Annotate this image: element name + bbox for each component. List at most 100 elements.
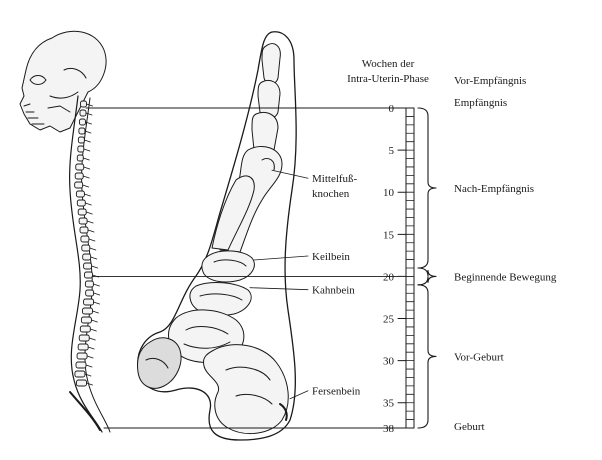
foot-label-line2: knochen — [312, 188, 350, 200]
spinous-process — [83, 193, 91, 197]
spinous-process — [85, 364, 93, 368]
toe-phalanges — [251, 43, 281, 158]
phase-label: Geburt — [454, 421, 485, 433]
vertebra — [75, 361, 87, 369]
sacrum-coccyx — [69, 391, 101, 431]
vertebra — [85, 289, 95, 297]
vertebra — [77, 145, 85, 153]
navicular-bone — [189, 282, 252, 317]
ankle-bones — [137, 337, 182, 389]
tick-label: 10 — [383, 187, 395, 199]
spinous-process — [88, 337, 96, 341]
spinous-process — [91, 265, 99, 269]
tick-label: 30 — [383, 356, 395, 368]
vertebra — [84, 280, 94, 288]
scale-heading-line1: Wochen der — [362, 58, 415, 70]
vertebra — [74, 181, 84, 189]
vertebra — [80, 316, 92, 324]
spinous-process — [84, 373, 92, 377]
tick-label: 38 — [383, 423, 395, 435]
phase-brace — [417, 284, 437, 429]
spinous-process — [82, 184, 90, 188]
tick-label: 35 — [383, 398, 395, 410]
scale-heading-line2: Intra-Uterin-Phase — [347, 73, 429, 85]
phase-label: Empfängnis — [454, 97, 507, 109]
tick-label: 25 — [383, 314, 395, 326]
phase-label: Beginnende Bewegung — [454, 271, 557, 283]
foot-label: Fersenbein — [312, 386, 361, 398]
spinous-process — [84, 202, 92, 206]
metatarsal-bones — [211, 146, 283, 253]
spine-illustration — [19, 30, 111, 433]
tick-label: 5 — [389, 145, 395, 157]
weeks-scale — [397, 107, 415, 429]
vertebra — [78, 217, 88, 225]
phase-label: Vor-Empfängnis — [454, 75, 526, 87]
phase-label: Vor-Geburt — [454, 351, 504, 363]
vertebra — [80, 100, 87, 108]
vertebra — [80, 235, 90, 243]
calcaneus-bone — [203, 344, 289, 434]
phase-label: Nach-Empfängnis — [454, 183, 534, 195]
spinous-process — [89, 247, 97, 251]
spinous-process — [86, 103, 93, 107]
vertebra — [84, 271, 93, 279]
phase-brace — [417, 267, 437, 286]
foot-illustration — [137, 31, 297, 441]
vertebra — [82, 307, 93, 315]
spinous-process — [83, 139, 91, 143]
vertebra — [77, 136, 85, 144]
vertebra — [78, 118, 86, 126]
phase-labels: Vor-EmpfängnisEmpfängnisNach-EmpfängnisB… — [454, 75, 557, 433]
vertebra — [75, 190, 85, 198]
spinous-process — [89, 328, 97, 332]
vertebra — [77, 208, 87, 216]
spinous-process — [82, 157, 90, 161]
spinous-process — [93, 292, 101, 296]
foot-label: Mittelfuß- — [312, 173, 358, 185]
spinous-process — [90, 319, 98, 323]
phase-braces — [417, 107, 437, 429]
spinous-process — [86, 220, 94, 224]
phase-brace — [417, 107, 437, 269]
leader-lines — [85, 107, 399, 429]
vertebra — [81, 244, 91, 252]
spinous-process — [85, 211, 93, 215]
spinous-process — [86, 382, 93, 386]
tick-label: 15 — [383, 229, 395, 241]
spinous-process — [88, 238, 96, 242]
vertebra — [74, 172, 84, 180]
spinous-process — [84, 121, 92, 125]
tick-label: 20 — [383, 271, 395, 283]
foot-label-pointer — [289, 390, 309, 400]
spinous-process — [92, 283, 100, 287]
foot-bone-labels: Mittelfuß-knochenKeilbeinKahnbeinFersenb… — [249, 169, 361, 400]
vertebra — [76, 379, 87, 387]
spinous-process — [86, 355, 94, 359]
vertebra — [75, 163, 85, 171]
tick-label: 0 — [389, 103, 395, 115]
week-tick-labels: 0 5 10 15 20 25 30 35 38 — [383, 103, 395, 435]
spinous-process — [90, 256, 98, 260]
vertebra — [83, 262, 93, 270]
vertebra — [74, 370, 86, 378]
spinous-process — [84, 130, 92, 134]
vertebra — [76, 154, 84, 162]
vertebrae-stack — [69, 100, 101, 431]
vertebra — [76, 352, 88, 360]
foot-label-pointer — [271, 169, 309, 179]
vertebra — [83, 298, 95, 306]
cuneiform-bone — [201, 250, 255, 283]
spinous-process — [82, 175, 90, 179]
spinous-process — [87, 346, 95, 350]
vertebra — [76, 199, 86, 207]
vertebra — [79, 226, 89, 234]
vertebra — [77, 343, 89, 351]
foot-label: Keilbein — [312, 251, 350, 263]
spinous-process — [85, 112, 93, 116]
foot-label-pointer — [249, 287, 309, 291]
spinous-process — [83, 148, 91, 152]
spinous-process — [93, 301, 101, 305]
